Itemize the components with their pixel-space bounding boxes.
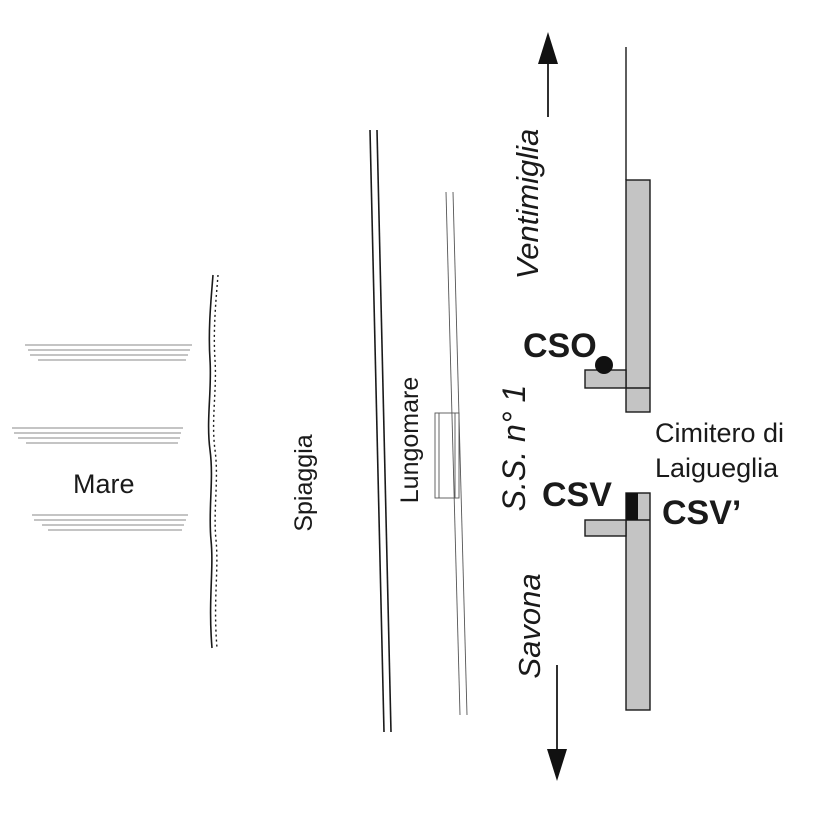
- road-line-right: [452, 191, 468, 716]
- road-edge: [445, 191, 468, 716]
- label-cso: CSO: [523, 327, 597, 365]
- label-sea: Mare: [73, 469, 135, 499]
- north-arrow: [538, 32, 558, 117]
- shoreline-solid: [207, 274, 214, 649]
- promenade-edge: [369, 129, 392, 733]
- arrow-up-icon: [538, 32, 558, 64]
- label-csv-prime: CSV’: [662, 494, 741, 532]
- label-beach: Spiaggia: [290, 434, 318, 531]
- sea-waves: [12, 344, 192, 531]
- label-north-destination: Ventimiglia: [510, 129, 545, 279]
- cso-marker: [595, 356, 613, 374]
- south-wall: [625, 492, 651, 711]
- csv-prime-marker: [626, 493, 638, 520]
- label-promenade: Lungomare: [396, 377, 424, 503]
- shoreline: [207, 274, 219, 649]
- label-cemetery-line1: Cimitero di: [655, 418, 784, 448]
- crossing-structure: [434, 412, 460, 499]
- shoreline-dotted: [212, 274, 219, 649]
- label-south-destination: Savona: [512, 573, 547, 678]
- arrow-down-icon: [547, 749, 567, 781]
- label-road: S.S. n° 1: [496, 385, 532, 512]
- label-cemetery-line2: Laigueglia: [655, 453, 779, 483]
- south-wall-stub: [584, 519, 627, 537]
- promenade-line-outer: [369, 129, 385, 733]
- label-csv: CSV: [542, 476, 612, 514]
- crossing-outline: [434, 412, 460, 499]
- cemetery-walls: [584, 179, 651, 711]
- promenade-line-inner: [376, 129, 392, 733]
- road-line-left: [445, 191, 461, 716]
- south-arrow: [547, 665, 567, 781]
- north-wall: [625, 179, 651, 413]
